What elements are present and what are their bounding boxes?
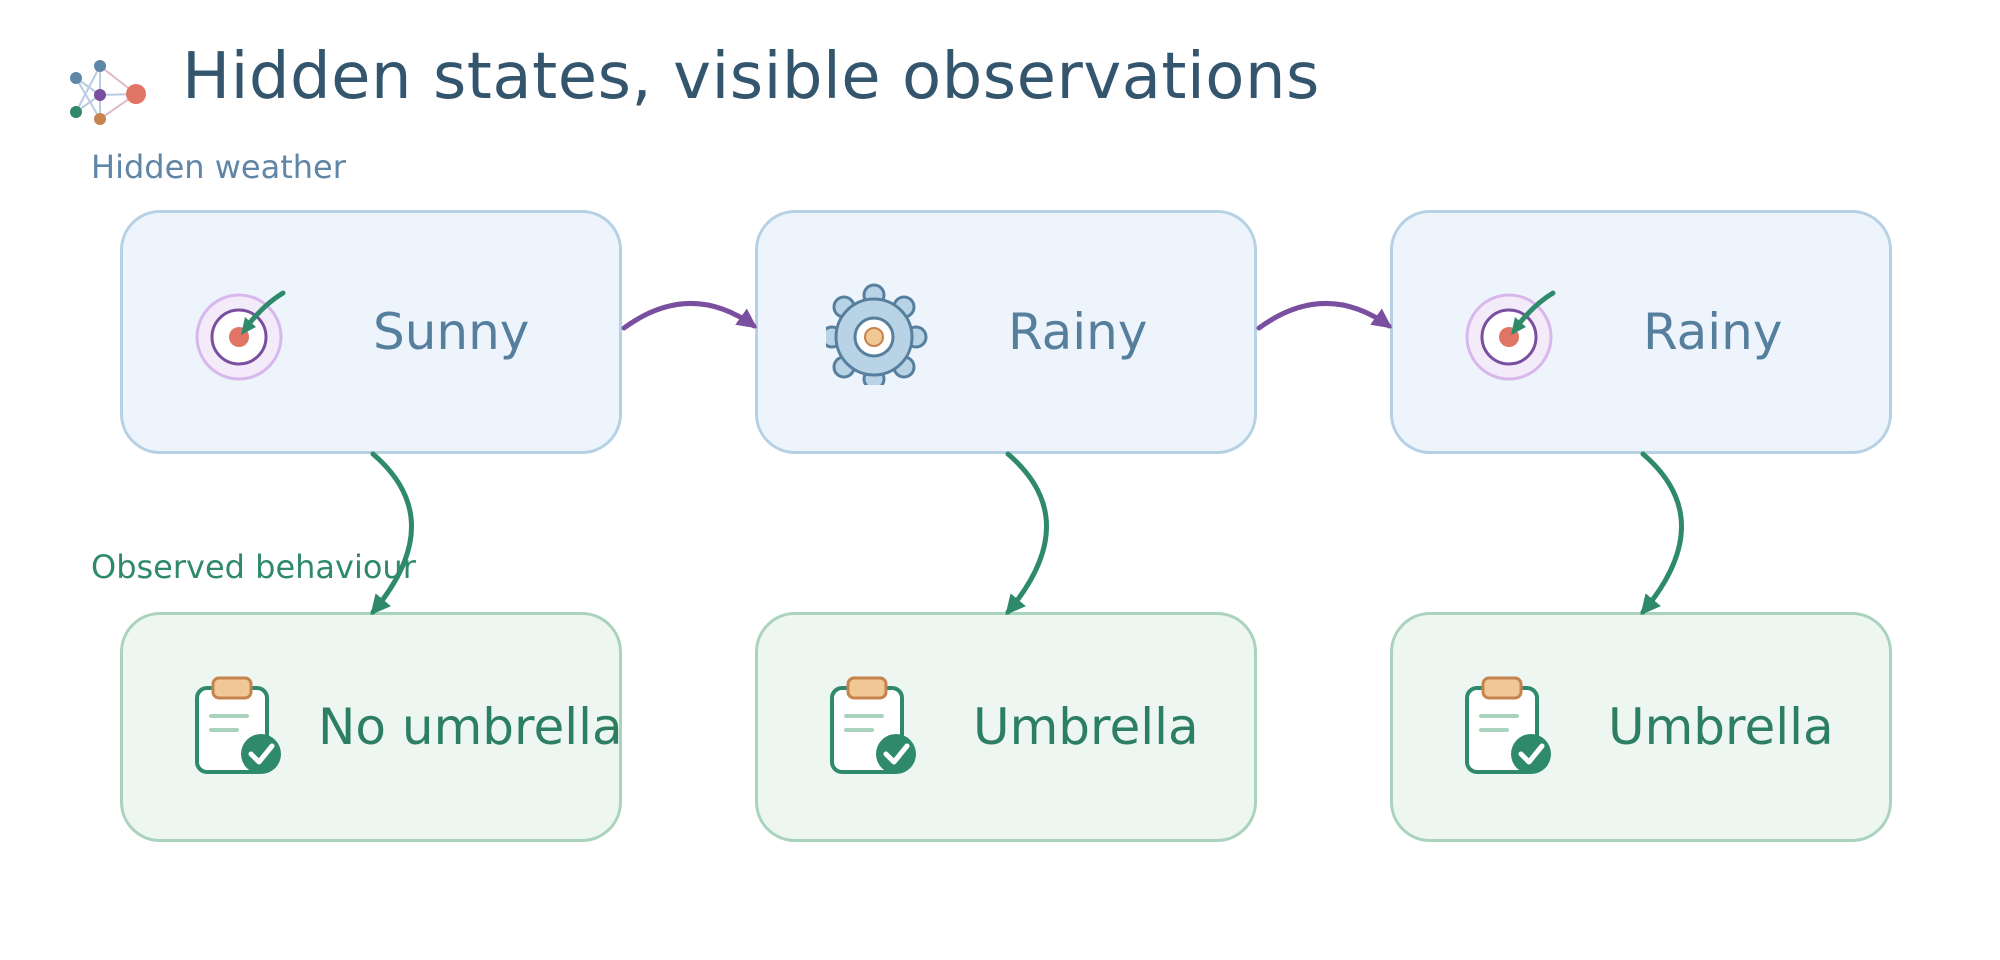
clipboard-check-icon bbox=[195, 676, 281, 774]
state-label: Sunny bbox=[373, 303, 530, 361]
observed-behaviour-label: Observed behaviour bbox=[91, 548, 416, 586]
transition-arrow-2 bbox=[1256, 301, 1393, 331]
observation-label: No umbrella bbox=[318, 698, 623, 756]
observation-box-3: Umbrella bbox=[1390, 612, 1892, 842]
transition-arrow-1 bbox=[621, 301, 758, 331]
state-box-2: Rainy bbox=[755, 210, 1257, 454]
network-logo-icon bbox=[70, 60, 146, 125]
page-title: Hidden states, visible observations bbox=[182, 40, 1320, 114]
hidden-weather-label: Hidden weather bbox=[91, 148, 346, 186]
observation-label: Umbrella bbox=[1608, 698, 1834, 756]
emission-arrow-3 bbox=[1640, 451, 1684, 616]
state-box-1: Sunny bbox=[120, 210, 622, 454]
clipboard-check-icon bbox=[1465, 676, 1551, 774]
emission-arrow-2 bbox=[1005, 451, 1049, 616]
target-icon bbox=[195, 290, 286, 381]
state-label: Rainy bbox=[1008, 303, 1148, 361]
state-box-3: Rainy bbox=[1390, 210, 1892, 454]
observation-box-1: No umbrella bbox=[120, 612, 623, 842]
observation-box-2: Umbrella bbox=[755, 612, 1257, 842]
emission-arrow-1 bbox=[370, 451, 414, 616]
clipboard-check-icon bbox=[830, 676, 916, 774]
observation-label: Umbrella bbox=[973, 698, 1199, 756]
gear-icon bbox=[826, 283, 928, 385]
state-label: Rainy bbox=[1643, 303, 1783, 361]
target-icon bbox=[1465, 290, 1556, 381]
